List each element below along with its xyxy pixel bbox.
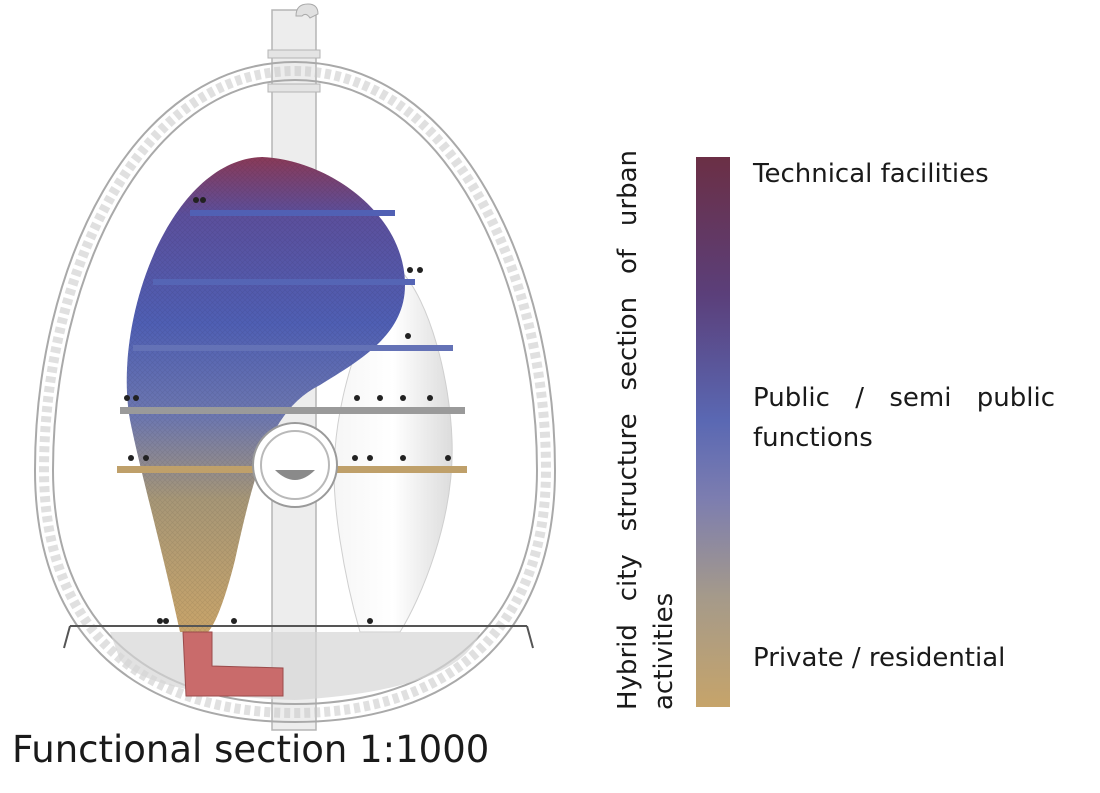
- legend-label-private: Private / residential: [753, 643, 1006, 673]
- legend-color-bar: [696, 157, 730, 707]
- egg-shell: [33, 60, 557, 724]
- legend-title-text: Hybrid city structure section of urban a…: [613, 150, 679, 710]
- ground-platform: [63, 625, 534, 700]
- legend-label-public: Public / semi public functions: [753, 383, 1055, 453]
- main-functional-volume: [126, 157, 405, 632]
- circular-hub: [252, 422, 338, 508]
- functional-section-drawing: [33, 3, 557, 731]
- diagram-caption: Functional section 1:1000: [12, 728, 490, 771]
- legend-label-technical: Technical facilities: [753, 159, 989, 189]
- legend-title: Hybrid city structure section of urban a…: [610, 150, 688, 710]
- people-trees: [124, 197, 451, 624]
